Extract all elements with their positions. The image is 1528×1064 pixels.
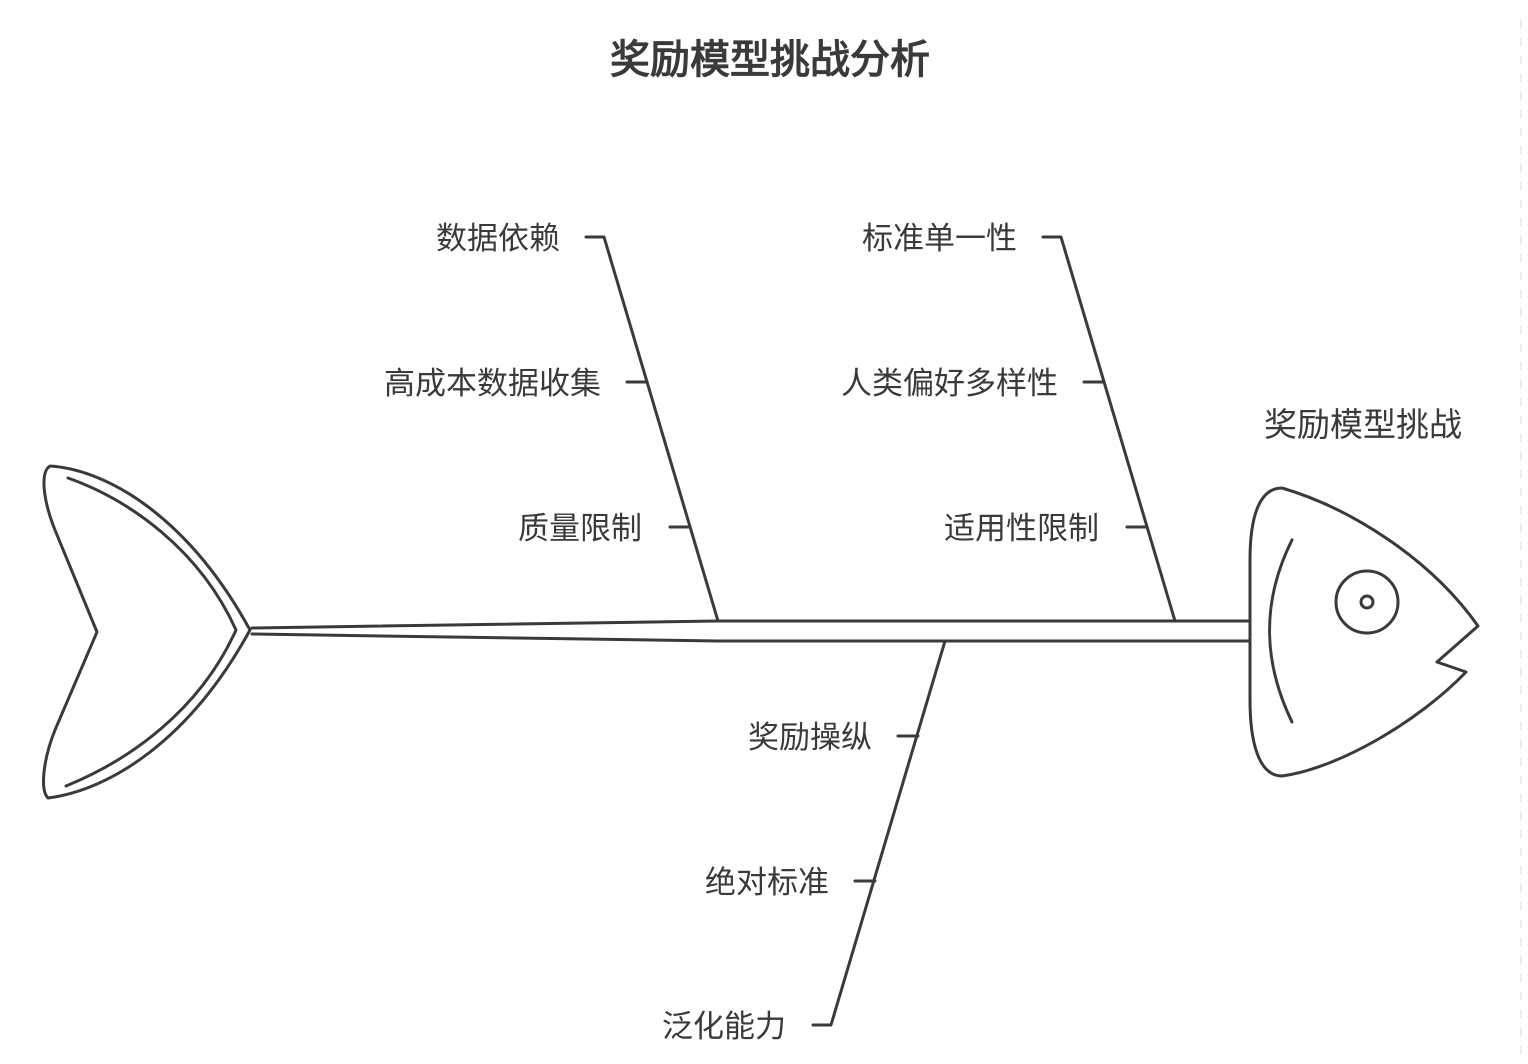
- effect-label: 奖励模型挑战: [1264, 405, 1462, 444]
- cause-label: 适用性限制: [944, 511, 1099, 547]
- branch-lower-bone: [811, 639, 947, 1027]
- fish-tail: [42, 464, 252, 800]
- cause-label: 人类偏好多样性: [841, 366, 1058, 402]
- cause-label: 泛化能力: [662, 1009, 786, 1045]
- cause-label: 绝对标准: [705, 865, 829, 901]
- fish-spine: [250, 619, 1252, 643]
- fish-eye-icon: [1334, 569, 1400, 635]
- branch-upper-right-bone: [1041, 235, 1177, 623]
- cause-label: 数据依赖: [436, 221, 560, 257]
- cause-label: 高成本数据收集: [384, 366, 601, 402]
- cause-label: 标准单一性: [862, 221, 1017, 257]
- diagram-title: 奖励模型挑战分析: [610, 37, 930, 83]
- branch-lower: 奖励操纵 绝对标准 泛化能力: [662, 639, 947, 1045]
- branch-upper-right: 标准单一性 人类偏好多样性 适用性限制: [841, 221, 1177, 623]
- cause-label: 奖励操纵: [748, 720, 872, 756]
- branch-upper-left: 数据依赖 高成本数据收集 质量限制: [384, 221, 720, 623]
- cause-label: 质量限制: [518, 511, 642, 547]
- branch-upper-left-bone: [584, 235, 720, 623]
- fish-head: [1248, 486, 1480, 778]
